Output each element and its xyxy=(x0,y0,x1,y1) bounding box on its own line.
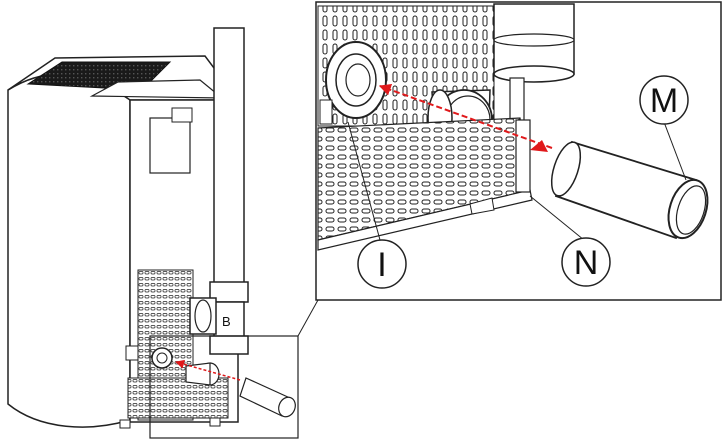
arrow-tip-right xyxy=(530,140,548,152)
insert-arrow-detail xyxy=(378,84,553,149)
label-b: B xyxy=(222,314,231,329)
callout-i: I xyxy=(347,121,407,289)
air-inlet-detail xyxy=(319,41,387,125)
callout-m-label: M xyxy=(650,82,678,120)
zoom-source-frame xyxy=(149,335,299,439)
top-lid xyxy=(89,79,224,99)
callout-n: N xyxy=(529,195,611,287)
zoom-connector xyxy=(297,299,319,337)
flue-pipe xyxy=(189,27,249,355)
callout-n-label: N xyxy=(574,244,599,282)
callout-i-label: I xyxy=(377,246,386,284)
stove-body xyxy=(7,55,296,429)
air-pipe-m xyxy=(550,140,709,240)
stove-side-panel xyxy=(7,73,131,428)
insert-arrow-small xyxy=(175,359,241,381)
rear-control-box xyxy=(149,117,191,174)
air-pipe-small xyxy=(239,377,296,418)
detail-panel: M N I xyxy=(315,1,722,301)
callout-m: M xyxy=(639,75,689,181)
